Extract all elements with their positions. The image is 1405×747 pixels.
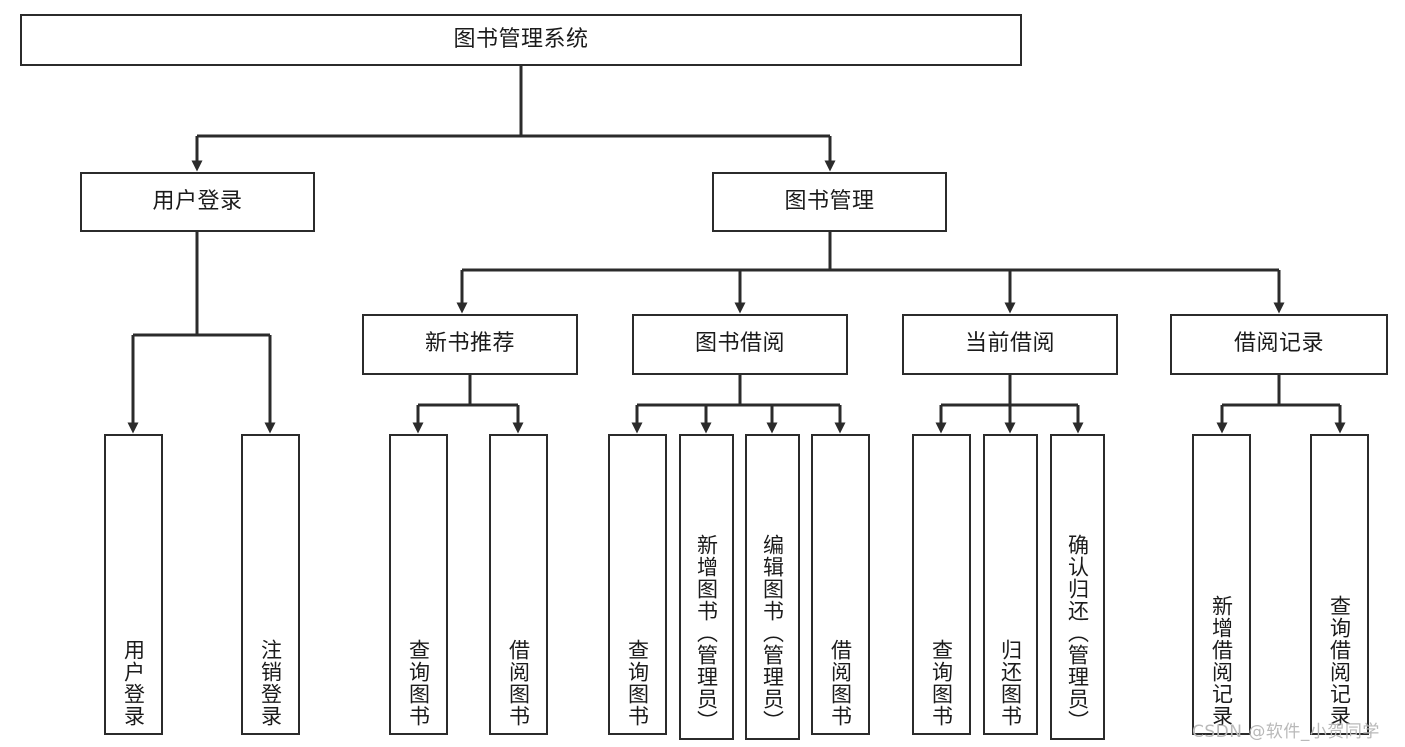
leaf-current-return-book-label: 归还图书: [998, 639, 1023, 727]
leaf-borrow-query-book[interactable]: 查询图书: [608, 434, 667, 735]
leaf-record-add-record[interactable]: 新增借阅记录: [1192, 434, 1251, 735]
leaf-user-login-label: 用户登录: [121, 639, 146, 727]
node-book-borrow[interactable]: 图书借阅: [632, 314, 848, 375]
leaf-borrow-add-book-admin[interactable]: 新增图书（管理员）: [679, 434, 734, 740]
leaf-current-confirm-return-admin[interactable]: 确认归还（管理员）: [1050, 434, 1105, 740]
leaf-record-add-record-label: 新增借阅记录: [1209, 595, 1234, 727]
leaf-borrow-borrow-book-label: 借阅图书: [828, 639, 853, 727]
node-new-book-recommend-label: 新书推荐: [424, 331, 515, 357]
node-new-book-recommend[interactable]: 新书推荐: [362, 314, 578, 375]
node-current-borrow-label: 当前借阅: [964, 331, 1055, 357]
leaf-current-return-book[interactable]: 归还图书: [983, 434, 1038, 735]
leaf-record-query-record-label: 查询借阅记录: [1327, 595, 1352, 727]
leaf-newbook-borrow-book-label: 借阅图书: [506, 639, 531, 727]
leaf-borrow-query-book-label: 查询图书: [625, 639, 650, 727]
node-book-borrow-label: 图书借阅: [694, 331, 785, 357]
node-root[interactable]: 图书管理系统: [20, 14, 1022, 66]
leaf-borrow-edit-book-admin[interactable]: 编辑图书（管理员）: [745, 434, 800, 740]
leaf-current-query-book[interactable]: 查询图书: [912, 434, 971, 735]
node-book-management[interactable]: 图书管理: [712, 172, 947, 232]
node-current-borrow[interactable]: 当前借阅: [902, 314, 1118, 375]
node-user-login[interactable]: 用户登录: [80, 172, 315, 232]
node-user-login-label: 用户登录: [152, 188, 243, 214]
leaf-current-query-book-label: 查询图书: [929, 639, 954, 727]
leaf-newbook-borrow-book[interactable]: 借阅图书: [489, 434, 548, 735]
node-book-management-label: 图书管理: [784, 188, 875, 214]
node-root-label: 图书管理系统: [453, 26, 589, 52]
leaf-logout-label: 注销登录: [258, 639, 283, 727]
node-borrow-record[interactable]: 借阅记录: [1170, 314, 1388, 375]
leaf-logout[interactable]: 注销登录: [241, 434, 300, 735]
csdn-watermark: CSDN @软件_小贺同学: [1192, 722, 1380, 742]
leaf-newbook-query-book[interactable]: 查询图书: [389, 434, 448, 735]
leaf-user-login[interactable]: 用户登录: [104, 434, 163, 735]
leaf-newbook-query-book-label: 查询图书: [406, 639, 431, 727]
leaf-record-query-record[interactable]: 查询借阅记录: [1310, 434, 1369, 735]
leaf-borrow-borrow-book[interactable]: 借阅图书: [811, 434, 870, 735]
leaf-borrow-edit-book-admin-label: 编辑图书（管理员）: [760, 534, 785, 732]
leaf-current-confirm-return-admin-label: 确认归还（管理员）: [1065, 534, 1090, 732]
leaf-borrow-add-book-admin-label: 新增图书（管理员）: [694, 534, 719, 732]
node-borrow-record-label: 借阅记录: [1233, 331, 1324, 357]
